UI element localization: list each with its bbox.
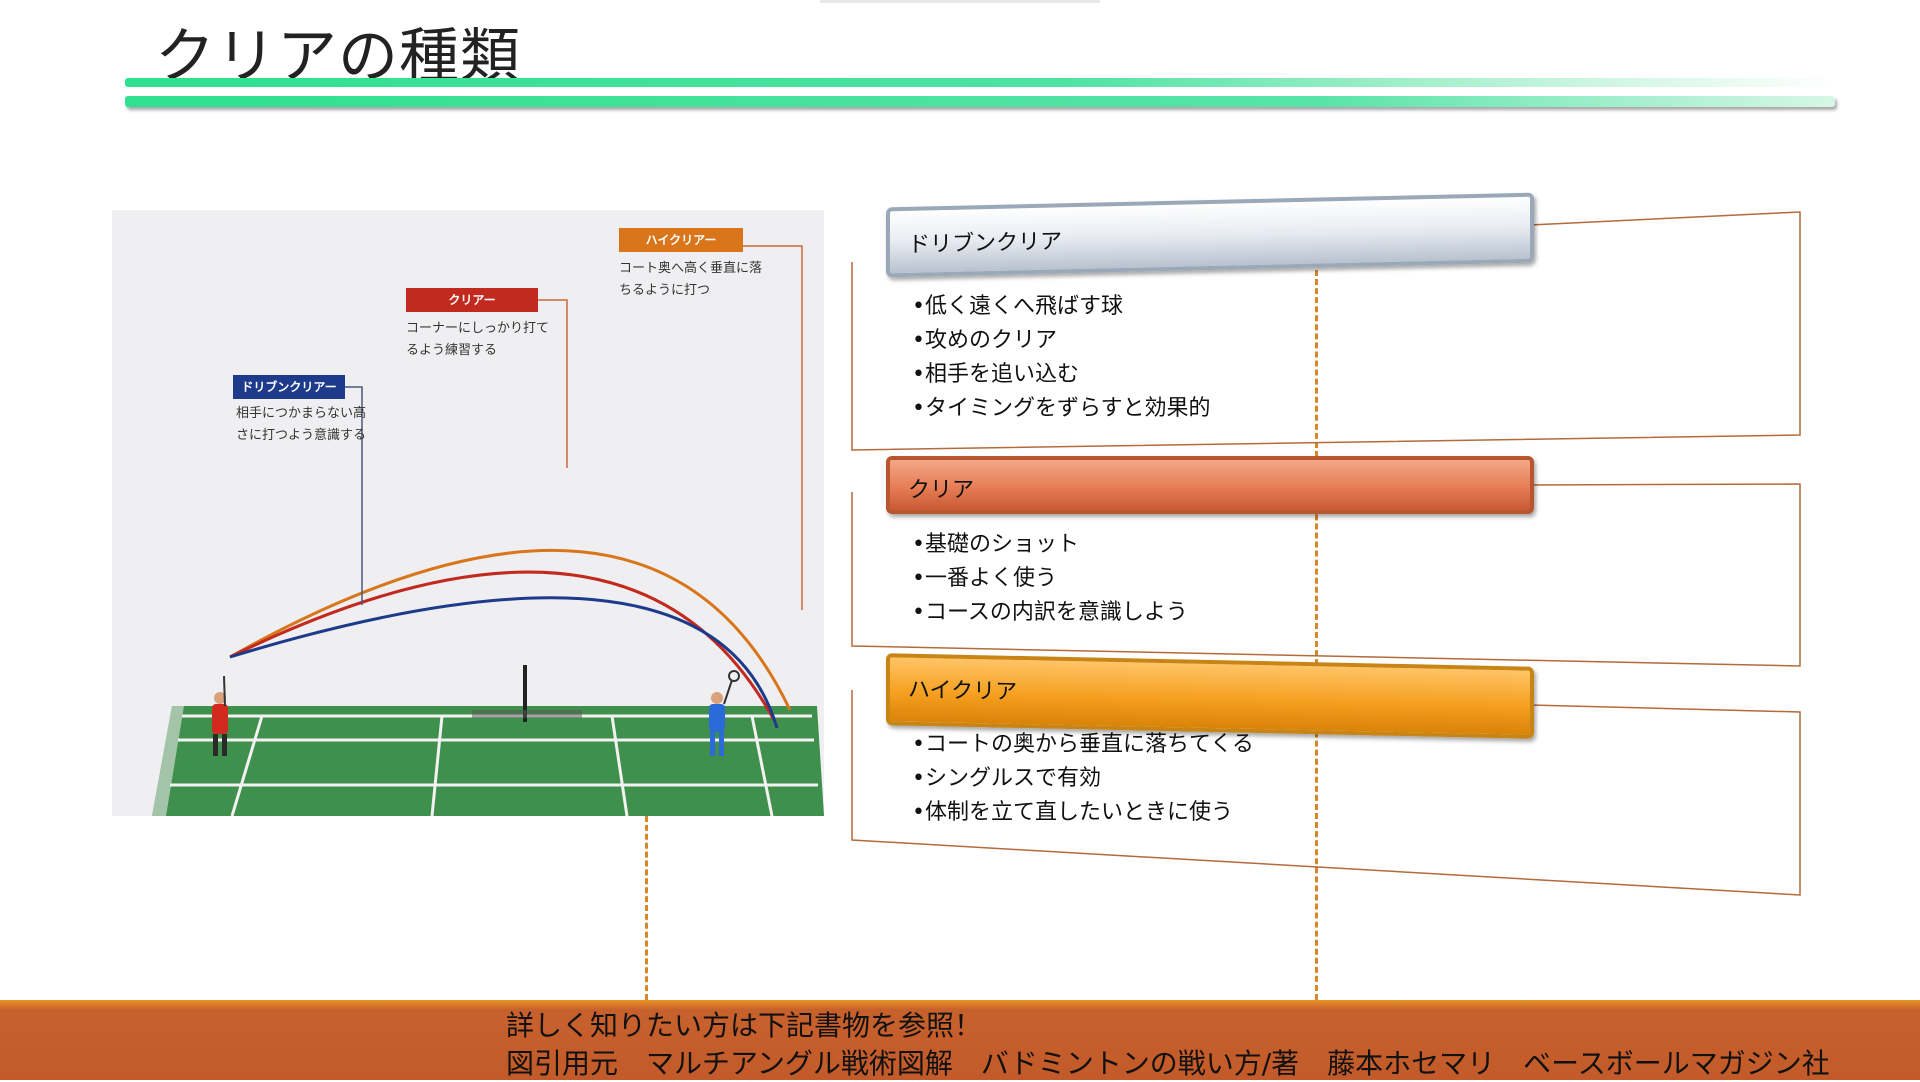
- high-clear-tag: ハイクリアー: [619, 228, 743, 252]
- footer-band: [0, 1000, 1920, 1080]
- clear-leader: [538, 299, 568, 468]
- player-right: [709, 670, 740, 756]
- list-item: •タイミングをずらすと効果的: [912, 396, 1211, 421]
- title-underline-top: [125, 78, 1835, 87]
- list-item: •一番よく使う: [912, 566, 1057, 591]
- drive-clear-desc-line2: さに打つよう意識する: [236, 428, 367, 443]
- clear-header-label: クリア: [908, 478, 975, 503]
- box-1-outline: [851, 211, 1801, 451]
- clear-desc-line2: るよう練習する: [406, 343, 498, 358]
- footer-reference-note: 詳しく知りたい方は下記書物を参照！: [506, 1009, 983, 1042]
- list-item: •基礎のショット: [912, 532, 1079, 557]
- drive-clear-header-label: ドリブンクリア: [908, 229, 1063, 258]
- clear-trajectory: [229, 570, 776, 721]
- high-clear-header-label: ハイクリア: [908, 677, 1018, 705]
- list-item: •低く遠くへ飛ばす球: [912, 294, 1123, 319]
- clear-header: クリア: [886, 456, 1534, 514]
- clear-description: コーナーにしっかり打て るよう練習する: [406, 318, 549, 362]
- drive-clear-header: ドリブンクリア: [886, 192, 1534, 278]
- list-item: •相手を追い込む: [912, 362, 1079, 387]
- list-item: •コートの奥から垂直に落ちてくる: [912, 732, 1254, 757]
- high-clear-header: ハイクリア: [886, 653, 1534, 739]
- list-item: •コースの内訳を意識しよう: [912, 600, 1188, 625]
- high-clear-bullets: •コートの奥から垂直に落ちてくる •シングルスで有効 •体制を立て直したいときに…: [912, 728, 1254, 830]
- drive-clear-description: 相手につかまらない高 さに打つよう意識する: [236, 403, 366, 447]
- high-clear-desc-line1: コート奥へ高く垂直に落: [619, 261, 763, 276]
- dashed-connector-right: [1315, 270, 1318, 1000]
- list-item: •体制を立て直したいときに使う: [912, 800, 1233, 825]
- drive-clear-desc-line1: 相手につかまらない高: [236, 406, 367, 421]
- drive-clear-trajectory: [229, 596, 779, 729]
- high-clear-leader: [743, 245, 803, 610]
- list-item: •シングルスで有効: [912, 766, 1101, 791]
- title-underline-bottom: [125, 96, 1835, 107]
- clear-tag: クリアー: [406, 288, 538, 312]
- player-left: [212, 675, 228, 756]
- court-edge: [152, 706, 184, 816]
- court-floor: [152, 706, 824, 816]
- high-clear-desc-line2: ちるように打つ: [619, 283, 711, 298]
- box-2-outline: [851, 483, 1801, 667]
- high-clear-description: コート奥へ高く垂直に落 ちるように打つ: [619, 258, 762, 302]
- list-item: •攻めのクリア: [912, 328, 1057, 353]
- clear-bullets: •基礎のショット •一番よく使う •コースの内訳を意識しよう: [912, 528, 1188, 630]
- box-3-outline: [851, 690, 1801, 896]
- box-outlines: [851, 211, 1801, 896]
- drive-clear-bullets: •低く遠くへ飛ばす球 •攻めのクリア •相手を追い込む •タイミングをずらすと効…: [912, 290, 1211, 426]
- dashed-connector-left: [645, 816, 648, 1000]
- high-clear-trajectory: [229, 548, 792, 711]
- court-drawing: [152, 245, 824, 816]
- court-illustration: ハイクリアー コート奥へ高く垂直に落 ちるように打つ クリアー コーナーにしっか…: [112, 210, 824, 816]
- footer-citation: 図引用元 マルチアングル戦術図解 バドミントンの戦い方/著 藤本ホセマリ ベース…: [506, 1047, 1830, 1080]
- drive-clear-tag: ドリブンクリアー: [233, 375, 345, 399]
- net: [472, 710, 582, 718]
- drive-clear-leader: [345, 386, 363, 605]
- clear-desc-line1: コーナーにしっかり打て: [406, 321, 550, 336]
- top-edge-mark: [820, 0, 1100, 3]
